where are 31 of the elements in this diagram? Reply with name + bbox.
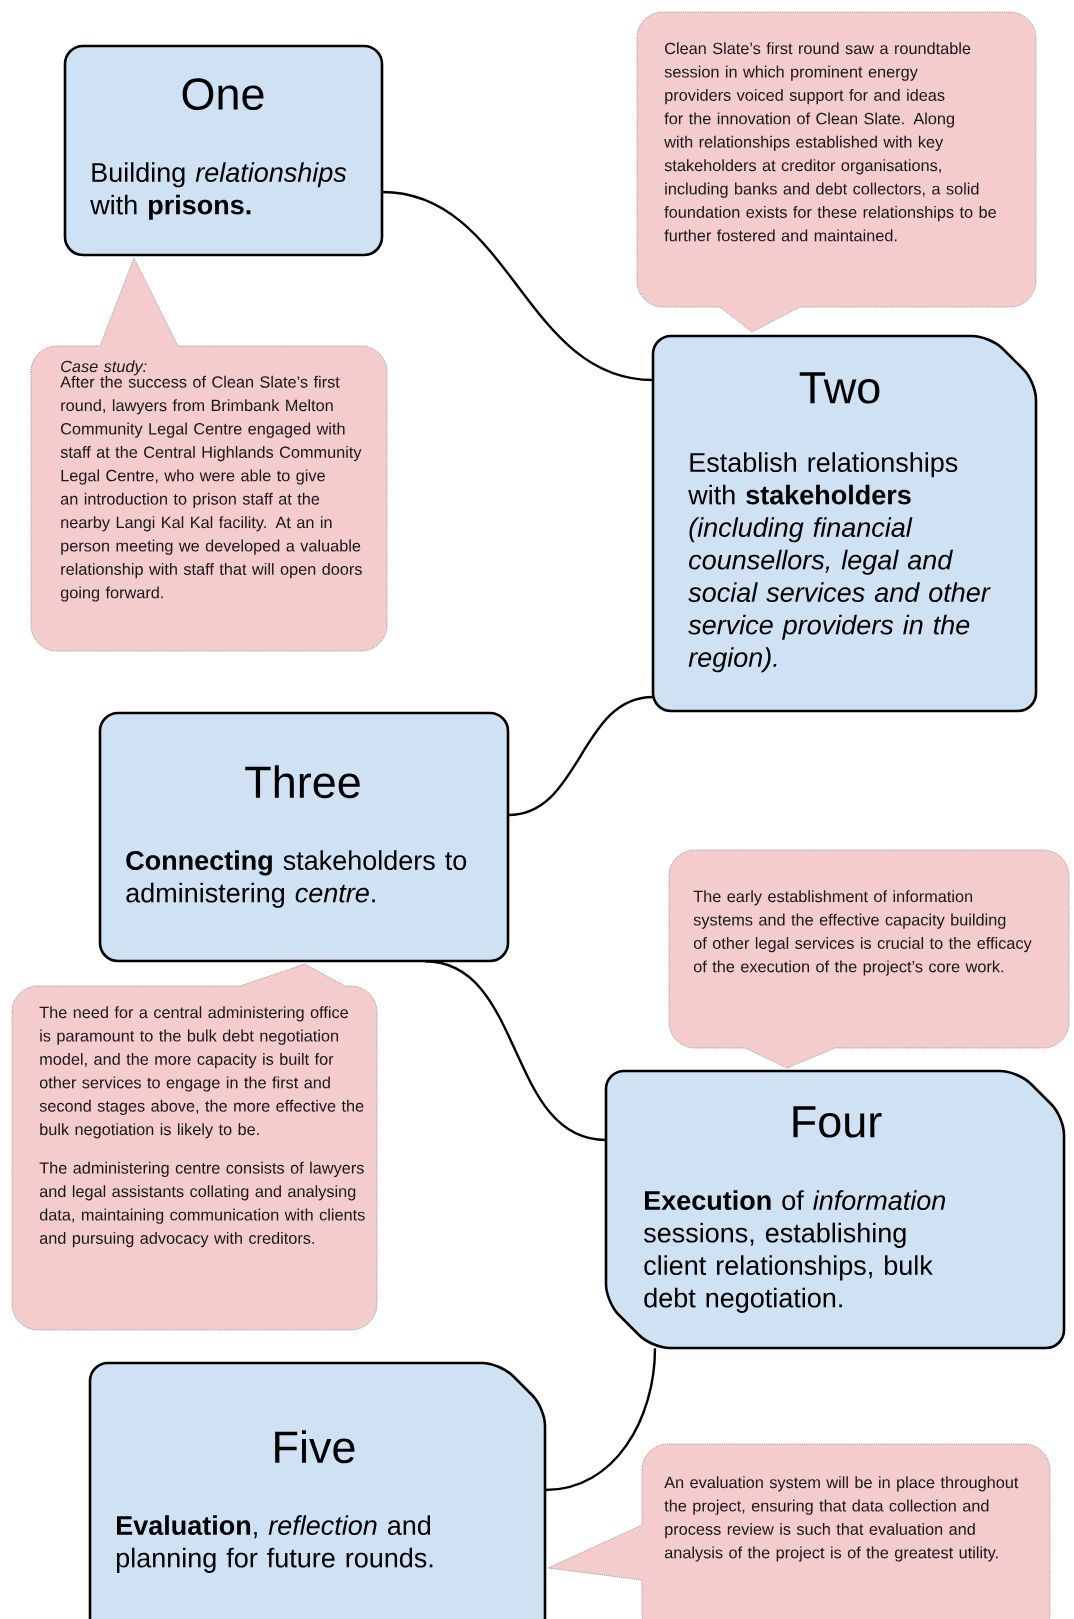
box-heading: One <box>182 78 264 111</box>
callout-text: Case study: <box>61 360 147 376</box>
callout-text: The need for a central administering office is paramount to the bulk debt negotiation model, and the more capacity is built for other services to engage in the first and second stages above, the more effective the bulk negotiation is likely to be. <box>39 1006 364 1139</box>
connector-curve <box>424 960 606 1142</box>
box-heading: Four <box>793 1106 882 1138</box>
process-box <box>604 1069 1066 1350</box>
box-text: Connecting stakeholders to administering centre. <box>126 850 467 908</box>
process-box <box>63 44 384 257</box>
box-heading: Five <box>275 1430 355 1464</box>
box-heading: Three <box>245 765 360 799</box>
connector-curve <box>382 190 653 382</box>
callout-text: The early establishment of information systems and the effective capacity building of other legal services is crucial to the efficacy of the execution of the project’s core work. <box>693 890 1032 976</box>
box-text: Execution of information sessions, establishing client relationships, bulk debt negotiation. <box>643 1190 946 1313</box>
callout-text: Clean Slate’s first round saw a roundtable session in which prominent energy providers voiced support for and ideas for the innovation of Clean Slate. Along with relationships established with key stakeholders at creditor organisations, including banks and debt collectors, a solid foundation exists for these relationships to be further fostered and maintained. <box>664 42 996 242</box>
callout-text: The administering centre consists of lawyers and legal assistants collating and analysing data, maintaining communication with clients and pursuing advocacy with creditors. <box>39 1161 365 1248</box>
connector-curve <box>545 1348 657 1492</box>
connector-curve <box>508 695 653 817</box>
box-text: Establish relationships with stakeholders (including financial counsellors, legal and social services and other service providers in the region). <box>688 452 991 673</box>
callout-text: An evaluation system will be in place throughout the project, ensuring that data collection and process review is such that evaluation and analysis of the project is of the greatest utility. <box>664 1476 1019 1562</box>
box-text: Evaluation, reflection and planning for future rounds. <box>116 1515 433 1573</box>
box-text: Building relationships with prisons. <box>90 162 347 220</box>
callout-bubble <box>30 257 388 652</box>
box-heading: Two <box>799 372 880 404</box>
callout-bubble <box>668 849 1070 1069</box>
callout-bubble <box>636 11 1037 333</box>
process-box <box>651 334 1038 713</box>
callout-text: After the success of Clean Slate’s first round, lawyers from Brimbank Melton Community Legal Centre engaged with staff at the Central Highlands Community Legal Centre, who were able to give an introduction to prison staff at the nearby Langi Kal Kal facility. At an in person meeting we developed a valuable relationship with staff that will open doors going forward. <box>60 375 362 602</box>
callout-bubble <box>547 1443 1051 1619</box>
process-box <box>88 1361 547 1619</box>
process-box <box>98 711 510 963</box>
callout-bubble <box>11 963 378 1331</box>
